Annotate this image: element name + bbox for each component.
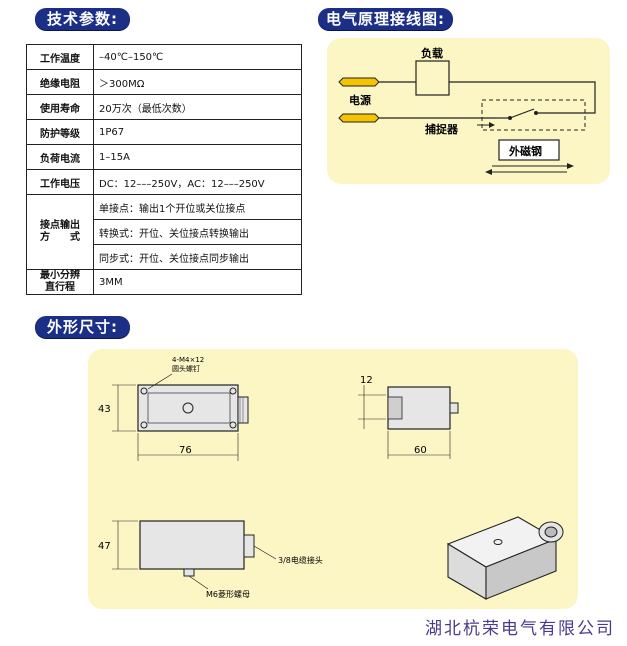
dims-panel: 4-M4×12 圆头螺钉 43 76 12 60 47 3/ xyxy=(88,349,578,609)
screw-hole xyxy=(229,387,237,395)
table-row: 绝缘电阻 ＞300MΩ xyxy=(26,69,302,95)
table-row: 最小分辨 直行程 3MM xyxy=(26,269,302,295)
spec-value: ＞300MΩ xyxy=(93,69,302,95)
power-label: 电源 xyxy=(349,93,371,107)
load-label: 负载 xyxy=(421,46,443,60)
magnet-box xyxy=(498,139,560,161)
table-row: 工作温度 –40℃–150℃ xyxy=(26,44,302,70)
side-view-gland xyxy=(449,402,459,414)
spec-label-line: 接点输出 xyxy=(40,220,80,231)
spec-label: 工作电压 xyxy=(26,169,94,195)
dim-76: 76 xyxy=(179,445,192,456)
table-row: 防护等级 1P67 xyxy=(26,119,302,145)
specs-table: 工作温度 –40℃–150℃ 绝缘电阻 ＞300MΩ 使用寿命 20万次（最低次… xyxy=(26,44,302,295)
spec-label: 负荷电流 xyxy=(26,144,94,170)
switch-blade xyxy=(509,108,535,119)
wiring-section-title: 电气原理接线图: xyxy=(318,8,453,30)
arrow-right-icon xyxy=(567,163,574,169)
bottom-view-body xyxy=(139,520,245,570)
arrow-left-icon xyxy=(485,169,492,175)
screw-type-label: 圆头螺钉 xyxy=(172,364,200,373)
spec-label-line: 方 式 xyxy=(40,232,80,243)
power-terminal-top xyxy=(338,77,380,87)
screw-spec-label: 4-M4×12 xyxy=(172,356,204,364)
wiring-panel: 电源 负载 捕捉器 外磁钢 xyxy=(327,38,610,184)
table-row: 负荷电流 1–15A xyxy=(26,144,302,170)
switch-contact xyxy=(508,116,512,120)
leader-line xyxy=(147,373,173,390)
dim-47: 47 xyxy=(98,541,111,552)
power-terminal-bottom xyxy=(338,113,380,123)
wire xyxy=(449,81,596,114)
magnet-label: 外磁钢 xyxy=(508,144,542,158)
dim-12: 12 xyxy=(360,375,373,386)
spec-value: 3MM xyxy=(93,269,302,295)
table-row: 工作电压 DC：12–––250V，AC：12–––250V xyxy=(26,169,302,195)
spec-value: 转换式：开位、关位接点转换输出 xyxy=(93,219,302,245)
front-view-inner xyxy=(147,392,231,424)
bottom-view-gland xyxy=(243,534,255,558)
arrow-icon xyxy=(489,122,495,128)
spec-value: 单接点：输出1个开位或关位接点 xyxy=(93,194,302,220)
table-row: 接点输出 方 式 单接点：输出1个开位或关位接点 xyxy=(26,194,302,270)
catcher-box xyxy=(481,99,586,131)
iso-hole xyxy=(493,539,503,545)
screw-hole xyxy=(140,387,148,395)
iso-side-face xyxy=(485,538,557,600)
connector-label: 3/8电缆接头 xyxy=(278,555,323,565)
dim-60: 60 xyxy=(414,445,427,456)
bottom-view-nut xyxy=(183,568,195,577)
dim-43: 43 xyxy=(98,404,111,415)
spec-label: 工作温度 xyxy=(26,44,94,70)
table-row: 使用寿命 20万次（最低次数） xyxy=(26,94,302,120)
leader-line xyxy=(253,545,277,560)
spec-label-contact: 接点输出 方 式 xyxy=(26,194,94,270)
switch-contact xyxy=(534,111,538,115)
iso-gland-inner xyxy=(544,526,558,538)
spec-label-line: 最小分辨 xyxy=(40,270,80,281)
dims-section-title: 外形尺寸: xyxy=(35,316,130,338)
front-view-body xyxy=(137,384,239,432)
company-name-footer: 湖北杭荣电气有限公司 xyxy=(425,619,615,639)
spec-value: DC：12–––250V，AC：12–––250V xyxy=(93,169,302,195)
dimension-drawing: 4-M4×12 圆头螺钉 43 76 12 60 47 3/ xyxy=(98,356,564,600)
spec-value: 20万次（最低次数） xyxy=(93,94,302,120)
spec-value: 1–15A xyxy=(93,144,302,170)
screw-hole xyxy=(229,421,237,429)
spec-label: 防护等级 xyxy=(26,119,94,145)
spec-value: –40℃–150℃ xyxy=(93,44,302,70)
nut-label: M6菱形螺母 xyxy=(206,589,250,599)
spec-value: 同步式：开位、关位接点同步输出 xyxy=(93,244,302,270)
wiring-diagram: 电源 负载 捕捉器 外磁钢 xyxy=(338,46,596,175)
spec-label-travel: 最小分辨 直行程 xyxy=(26,269,94,295)
load-box xyxy=(415,60,450,96)
catcher-label: 捕捉器 xyxy=(425,122,459,136)
screw-hole xyxy=(140,421,148,429)
side-view-face xyxy=(387,396,403,420)
spec-label: 使用寿命 xyxy=(26,94,94,120)
spec-value: 1P67 xyxy=(93,119,302,145)
spec-label: 绝缘电阻 xyxy=(26,69,94,95)
spec-label-line: 直行程 xyxy=(45,282,75,293)
center-hole xyxy=(182,402,194,414)
leader-line xyxy=(188,575,209,590)
specs-section-title: 技术参数: xyxy=(35,8,130,30)
